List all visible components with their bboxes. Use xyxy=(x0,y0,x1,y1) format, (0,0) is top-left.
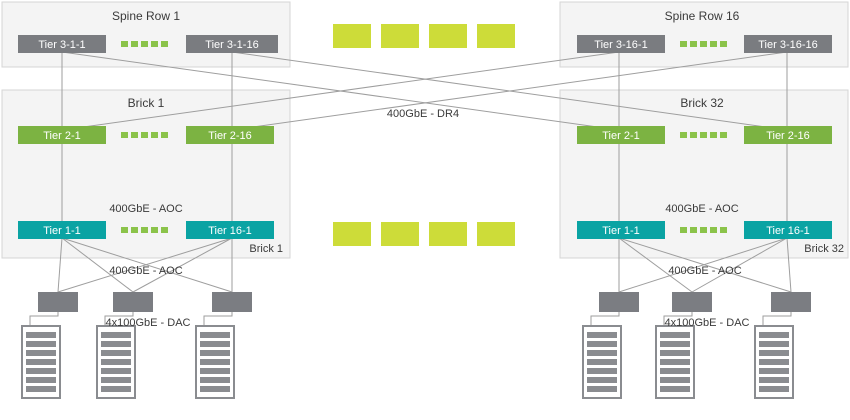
link-label-right-dac: 4x100GbE - DAC xyxy=(665,317,750,329)
group-title-spine-row-1: Spine Row 1 xyxy=(112,9,180,23)
tor-switch-right-1 xyxy=(599,292,639,312)
server-icon xyxy=(195,325,235,399)
tor-switch-left-1 xyxy=(38,292,78,312)
ellipsis-blocks-bottom xyxy=(333,222,515,246)
server-icon xyxy=(754,325,794,399)
tor-switch-left-3 xyxy=(212,292,252,312)
server-icon xyxy=(582,325,622,399)
switch-label-t1-r1: Tier 1-1 xyxy=(602,225,640,237)
switch-spine-l2 xyxy=(186,35,278,53)
tor-switch-right-2 xyxy=(672,292,712,312)
link-label-left-dac: 4x100GbE - DAC xyxy=(106,317,191,329)
switch-spine-r1 xyxy=(577,35,665,53)
dots-spine-right xyxy=(680,41,727,47)
switch-spine-l1 xyxy=(18,35,106,53)
dots-t2-right xyxy=(680,132,727,138)
link-label-right-tor-aoc: 400GbE - AOC xyxy=(668,265,741,277)
switch-label-spine-l1: Tier 3-1-1 xyxy=(38,39,85,51)
tor-switch-left-2 xyxy=(113,292,153,312)
switch-label-t2-l2: Tier 2-16 xyxy=(208,130,252,142)
group-title-brick-1: Brick 1 xyxy=(128,96,165,110)
dots-spine-left xyxy=(121,41,168,47)
dots-t1-right xyxy=(680,227,727,233)
server-icons xyxy=(21,325,794,399)
server-icon xyxy=(655,325,695,399)
spine-row-16-panel xyxy=(559,1,849,68)
switch-t2-l1 xyxy=(18,126,106,144)
switch-label-spine-l2: Tier 3-1-16 xyxy=(205,39,258,51)
group-title-spine-row-16: Spine Row 16 xyxy=(665,9,740,23)
link-label-spine: 400GbE - DR4 xyxy=(387,108,459,120)
dots-t2-left xyxy=(121,132,168,138)
switch-t1-r2 xyxy=(744,221,832,239)
switch-label-spine-r1: Tier 3-16-1 xyxy=(594,39,647,51)
link-label-brick-32-aoc: 400GbE - AOC xyxy=(665,203,738,215)
switch-label-t2-l1: Tier 2-1 xyxy=(43,130,81,142)
switch-t1-r1 xyxy=(577,221,665,239)
tor-switch-right-3 xyxy=(771,292,811,312)
ellipsis-blocks-top xyxy=(333,24,515,48)
switch-label-t1-l1: Tier 1-1 xyxy=(43,225,81,237)
switch-label-t2-r1: Tier 2-1 xyxy=(602,130,640,142)
switch-t2-l2 xyxy=(186,126,274,144)
spine-row-1-panel xyxy=(1,1,291,68)
link-label-brick-1-aoc: 400GbE - AOC xyxy=(109,203,182,215)
brick-1-tag: Brick 1 xyxy=(249,243,283,255)
switch-label-t2-r2: Tier 2-16 xyxy=(766,130,810,142)
switch-t2-r2 xyxy=(744,126,832,144)
switch-spine-r2 xyxy=(744,35,832,53)
link-label-left-tor-aoc: 400GbE - AOC xyxy=(109,265,182,277)
switch-t1-l2 xyxy=(186,221,274,239)
brick-32-tag: Brick 32 xyxy=(804,243,844,255)
switch-label-t1-r2: Tier 16-1 xyxy=(766,225,810,237)
server-icon xyxy=(96,325,136,399)
group-title-brick-32: Brick 32 xyxy=(680,96,724,110)
dots-t1-left xyxy=(121,227,168,233)
switch-label-spine-r2: Tier 3-16-16 xyxy=(758,39,818,51)
tor-switches xyxy=(38,292,811,312)
switch-label-t1-l2: Tier 16-1 xyxy=(208,225,252,237)
links xyxy=(29,51,792,395)
switch-t1-l1 xyxy=(18,221,106,239)
switch-t2-r1 xyxy=(577,126,665,144)
server-icon xyxy=(21,325,61,399)
